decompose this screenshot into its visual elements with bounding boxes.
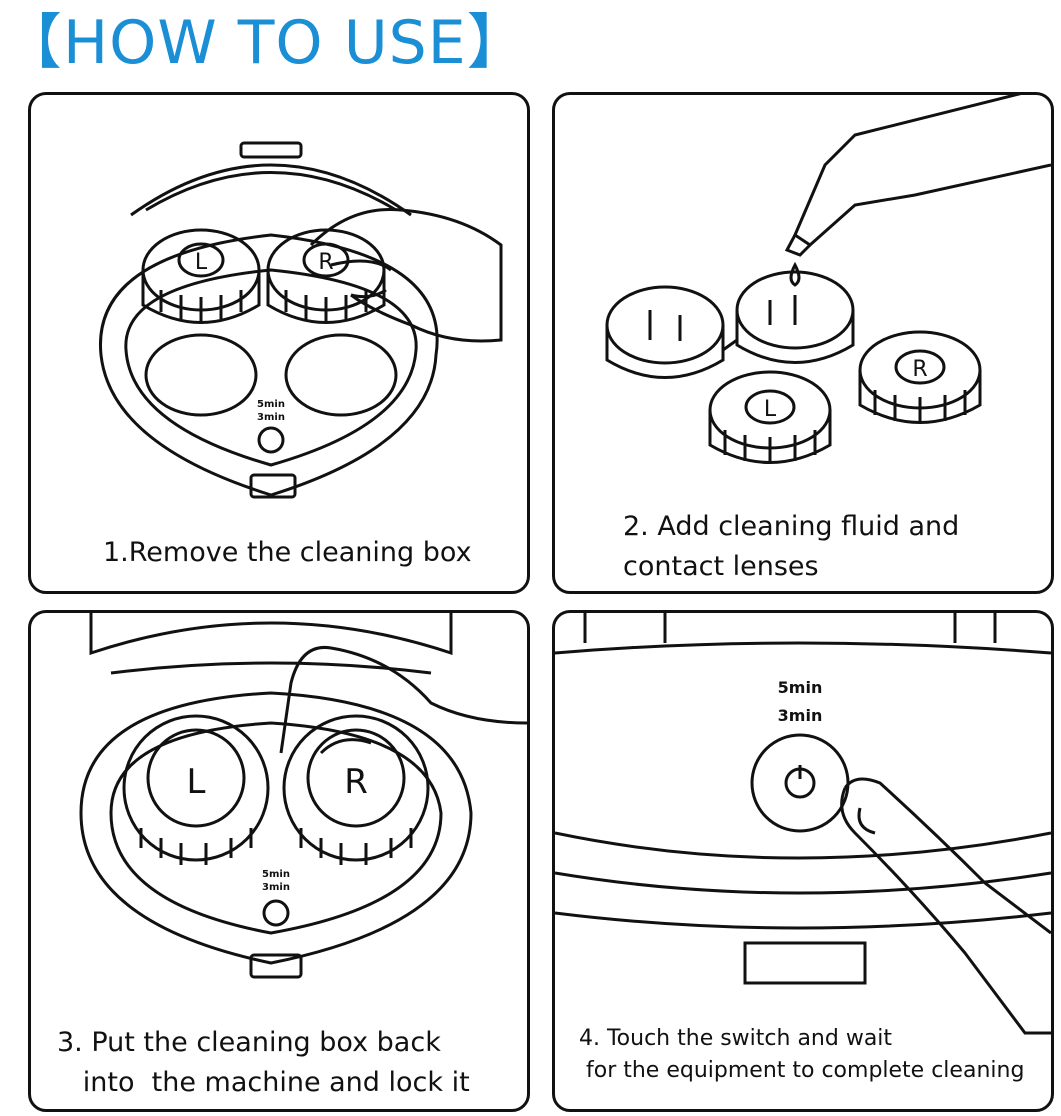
add-fluid-illustration: L R: [605, 95, 1051, 464]
step-3-caption-line2: into the machine and lock it: [57, 1067, 470, 1098]
step-4-caption-line2: for the equipment to complete cleaning: [579, 1058, 1025, 1083]
step-2-caption-line1: 2. Add cleaning fluid and: [623, 511, 960, 542]
lens-label-right: R: [318, 250, 333, 275]
timer-label-3min: 3min: [262, 882, 290, 893]
timer-label-5min: 5min: [778, 678, 823, 697]
page-title: 【HOW TO USE】: [2, 8, 528, 78]
step-1-caption: 1.Remove the cleaning box: [103, 537, 472, 568]
touch-switch-illustration: 5min 3min: [555, 613, 1051, 1035]
step-4-panel: 5min 3min 4. Touch the switch and wait f…: [552, 610, 1054, 1112]
step-3-panel: L R 5min 3min 3. Put the cleaning box ba…: [28, 610, 530, 1112]
step-1-panel: L R 5min 3min 1.Remove the cleaning box: [28, 92, 530, 594]
lens-label-left: L: [187, 762, 206, 802]
remove-box-illustration: L R 5min 3min: [98, 141, 503, 499]
timer-label-5min: 5min: [262, 869, 290, 880]
lens-label-left: L: [195, 250, 208, 275]
timer-label-3min: 3min: [257, 412, 285, 423]
cap-label-left: L: [764, 397, 777, 422]
step-4-caption-line1: 4. Touch the switch and wait: [579, 1026, 893, 1051]
timer-label-5min: 5min: [257, 399, 285, 410]
step-2-caption-line2: contact lenses: [623, 551, 819, 582]
insert-box-illustration: L R 5min 3min: [79, 613, 527, 979]
timer-label-3min: 3min: [778, 706, 823, 725]
lens-label-right: R: [344, 762, 368, 802]
step-3-caption-line1: 3. Put the cleaning box back: [57, 1027, 441, 1058]
header: 【HOW TO USE】: [0, 0, 1061, 78]
step-2-panel: L R 2. Add cleaning fluid and contact le…: [552, 92, 1054, 594]
cap-label-right: R: [912, 357, 927, 382]
